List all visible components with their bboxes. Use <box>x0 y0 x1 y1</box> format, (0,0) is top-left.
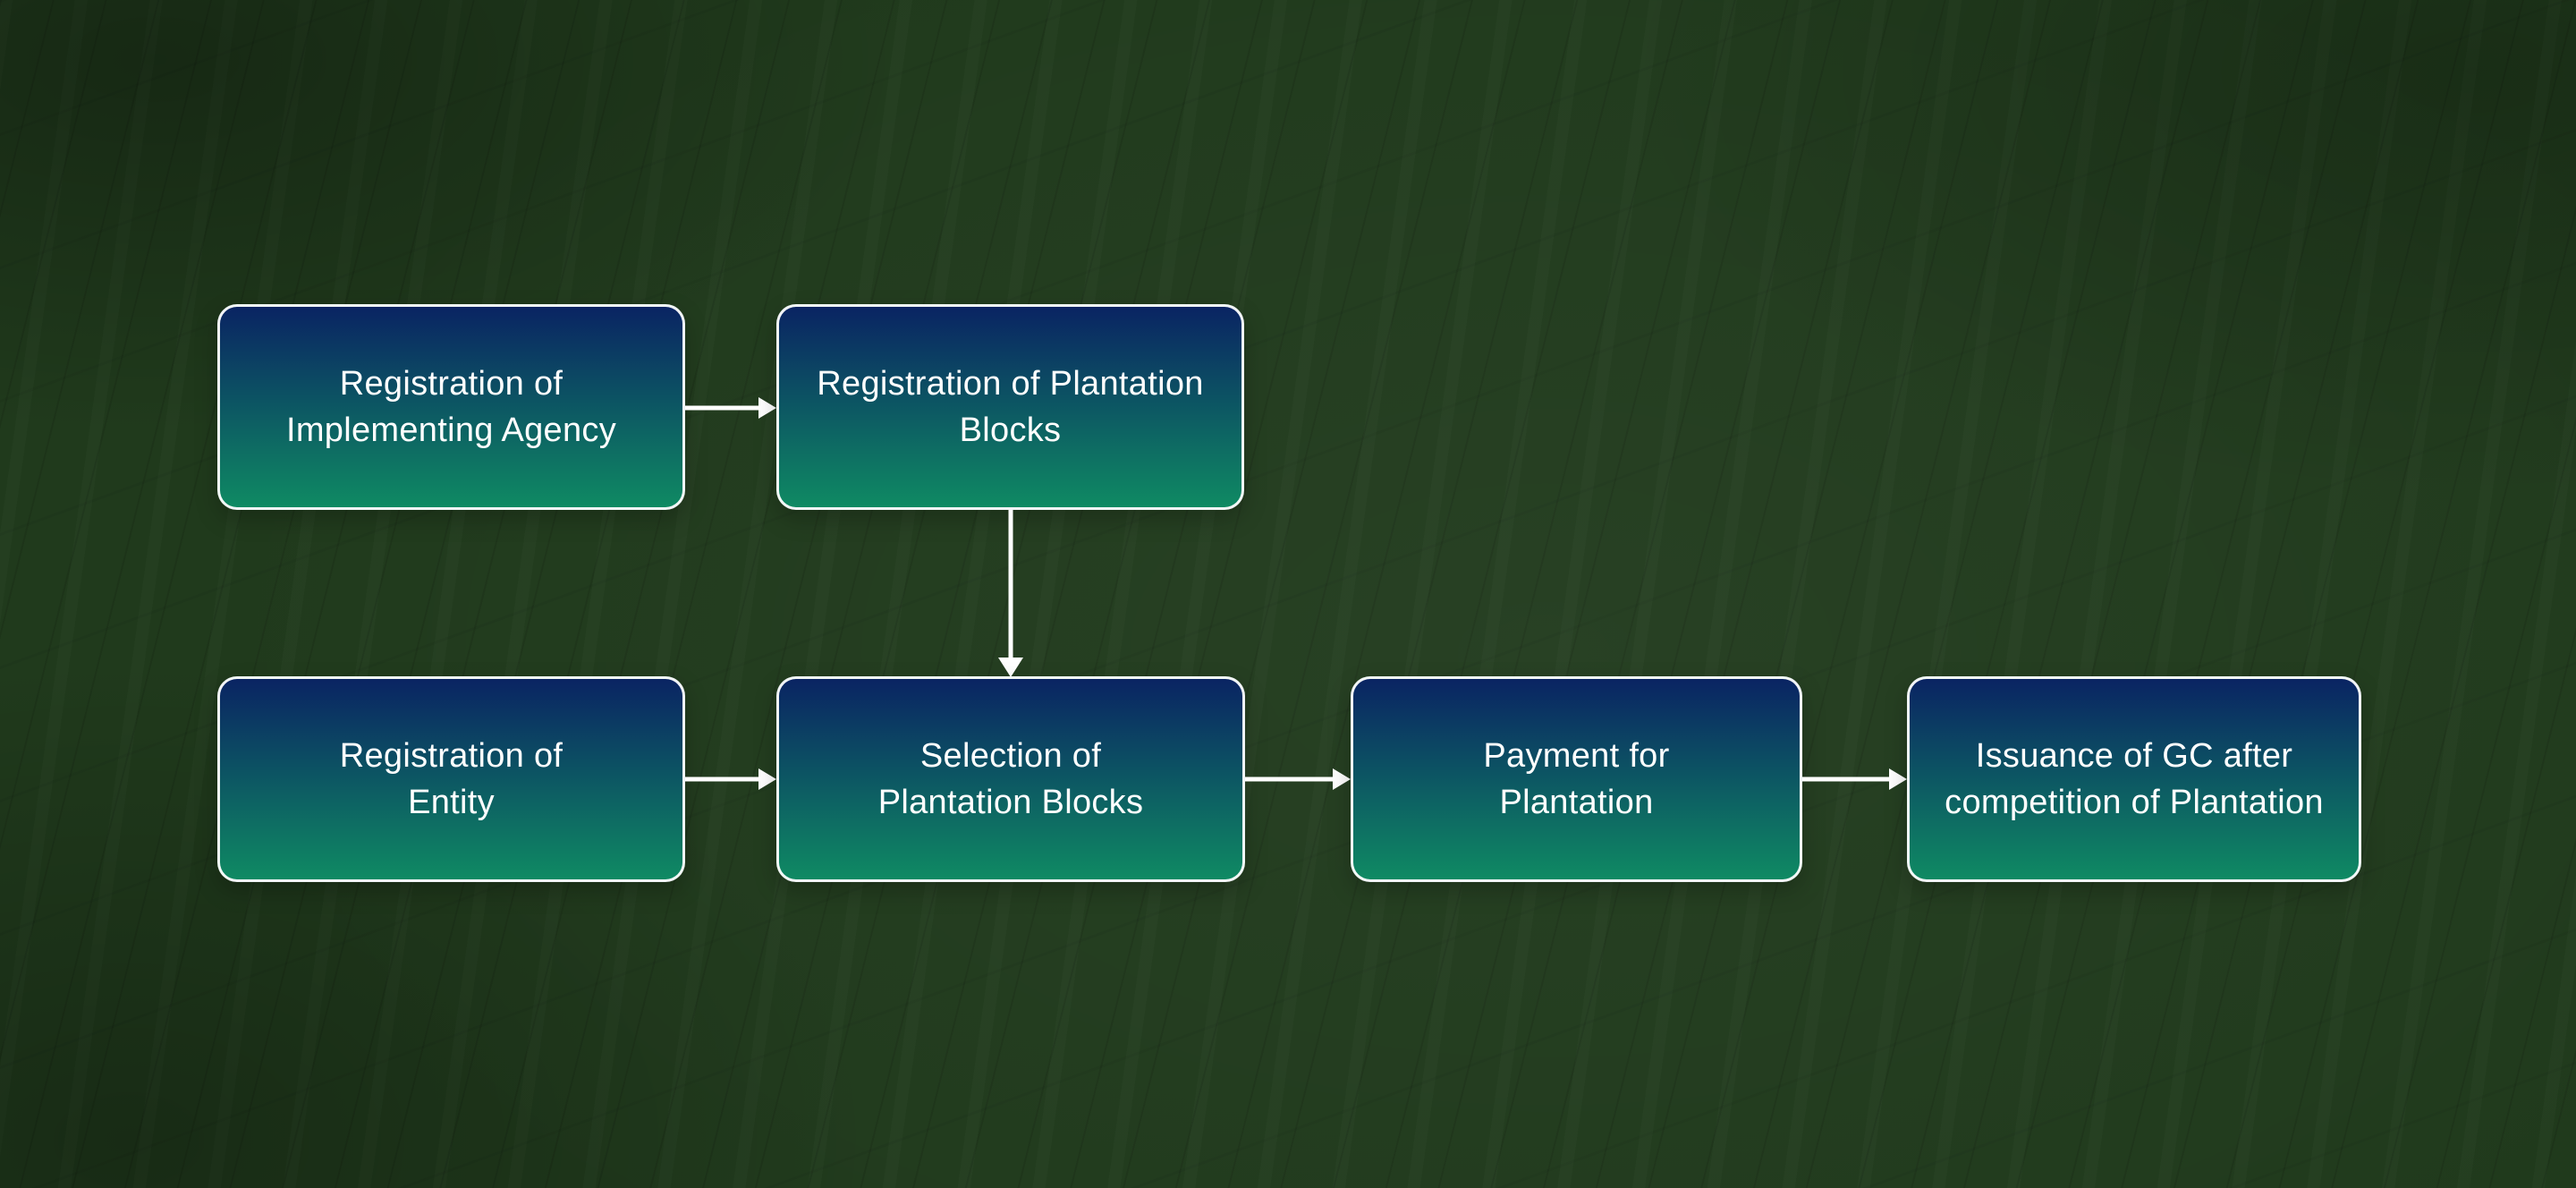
arrow-shaft <box>1008 510 1013 658</box>
flow-box-registration-entity: Registration of Entity <box>217 676 685 882</box>
flow-box-label-line: competition of Plantation <box>1945 784 2324 821</box>
flow-box-registration-implementing-agency: Registration of Implementing Agency <box>217 304 685 510</box>
flow-box-label-line: Selection of <box>919 737 1102 775</box>
arrow-shaft <box>685 776 759 782</box>
arrow-shaft <box>1802 776 1890 782</box>
flow-box-payment-for-plantation: Payment for Plantation <box>1351 676 1802 882</box>
arrow-right-icon <box>1889 768 1907 790</box>
flow-box-label-line: Registration of Plantation <box>817 365 1204 403</box>
flow-box-label-line: Plantation Blocks <box>877 784 1144 821</box>
arrow-shaft <box>685 405 759 411</box>
flow-box-label-line: Plantation <box>1499 784 1654 821</box>
connector-registration-blocks-to-selection-blocks <box>998 510 1023 677</box>
arrow-shaft <box>1245 776 1334 782</box>
flow-box-label-line: Payment for <box>1483 737 1670 775</box>
connector-registration-agency-to-plantation-blocks <box>685 396 776 420</box>
arrow-right-icon <box>758 768 776 790</box>
arrow-right-icon <box>1333 768 1351 790</box>
arrow-down-icon <box>998 658 1023 677</box>
flow-box-issuance-of-gc: Issuance of GC after competition of Plan… <box>1907 676 2361 882</box>
flow-box-registration-plantation-blocks: Registration of Plantation Blocks <box>776 304 1244 510</box>
flow-box-selection-plantation-blocks: Selection of Plantation Blocks <box>776 676 1245 882</box>
flow-box-label-line: Issuance of GC after <box>1975 737 2293 775</box>
flow-box-label-line: Entity <box>408 784 495 821</box>
flow-box-label-line: Registration of <box>339 737 564 775</box>
connector-registration-entity-to-selection-blocks <box>685 768 776 791</box>
arrow-right-icon <box>758 397 776 419</box>
flow-box-label-line: Blocks <box>959 412 1062 449</box>
connector-selection-blocks-to-payment <box>1245 768 1351 791</box>
flow-box-label-line: Implementing Agency <box>285 412 617 449</box>
connector-payment-to-issuance-gc <box>1802 768 1907 791</box>
flow-box-label-line: Registration of <box>339 365 564 403</box>
